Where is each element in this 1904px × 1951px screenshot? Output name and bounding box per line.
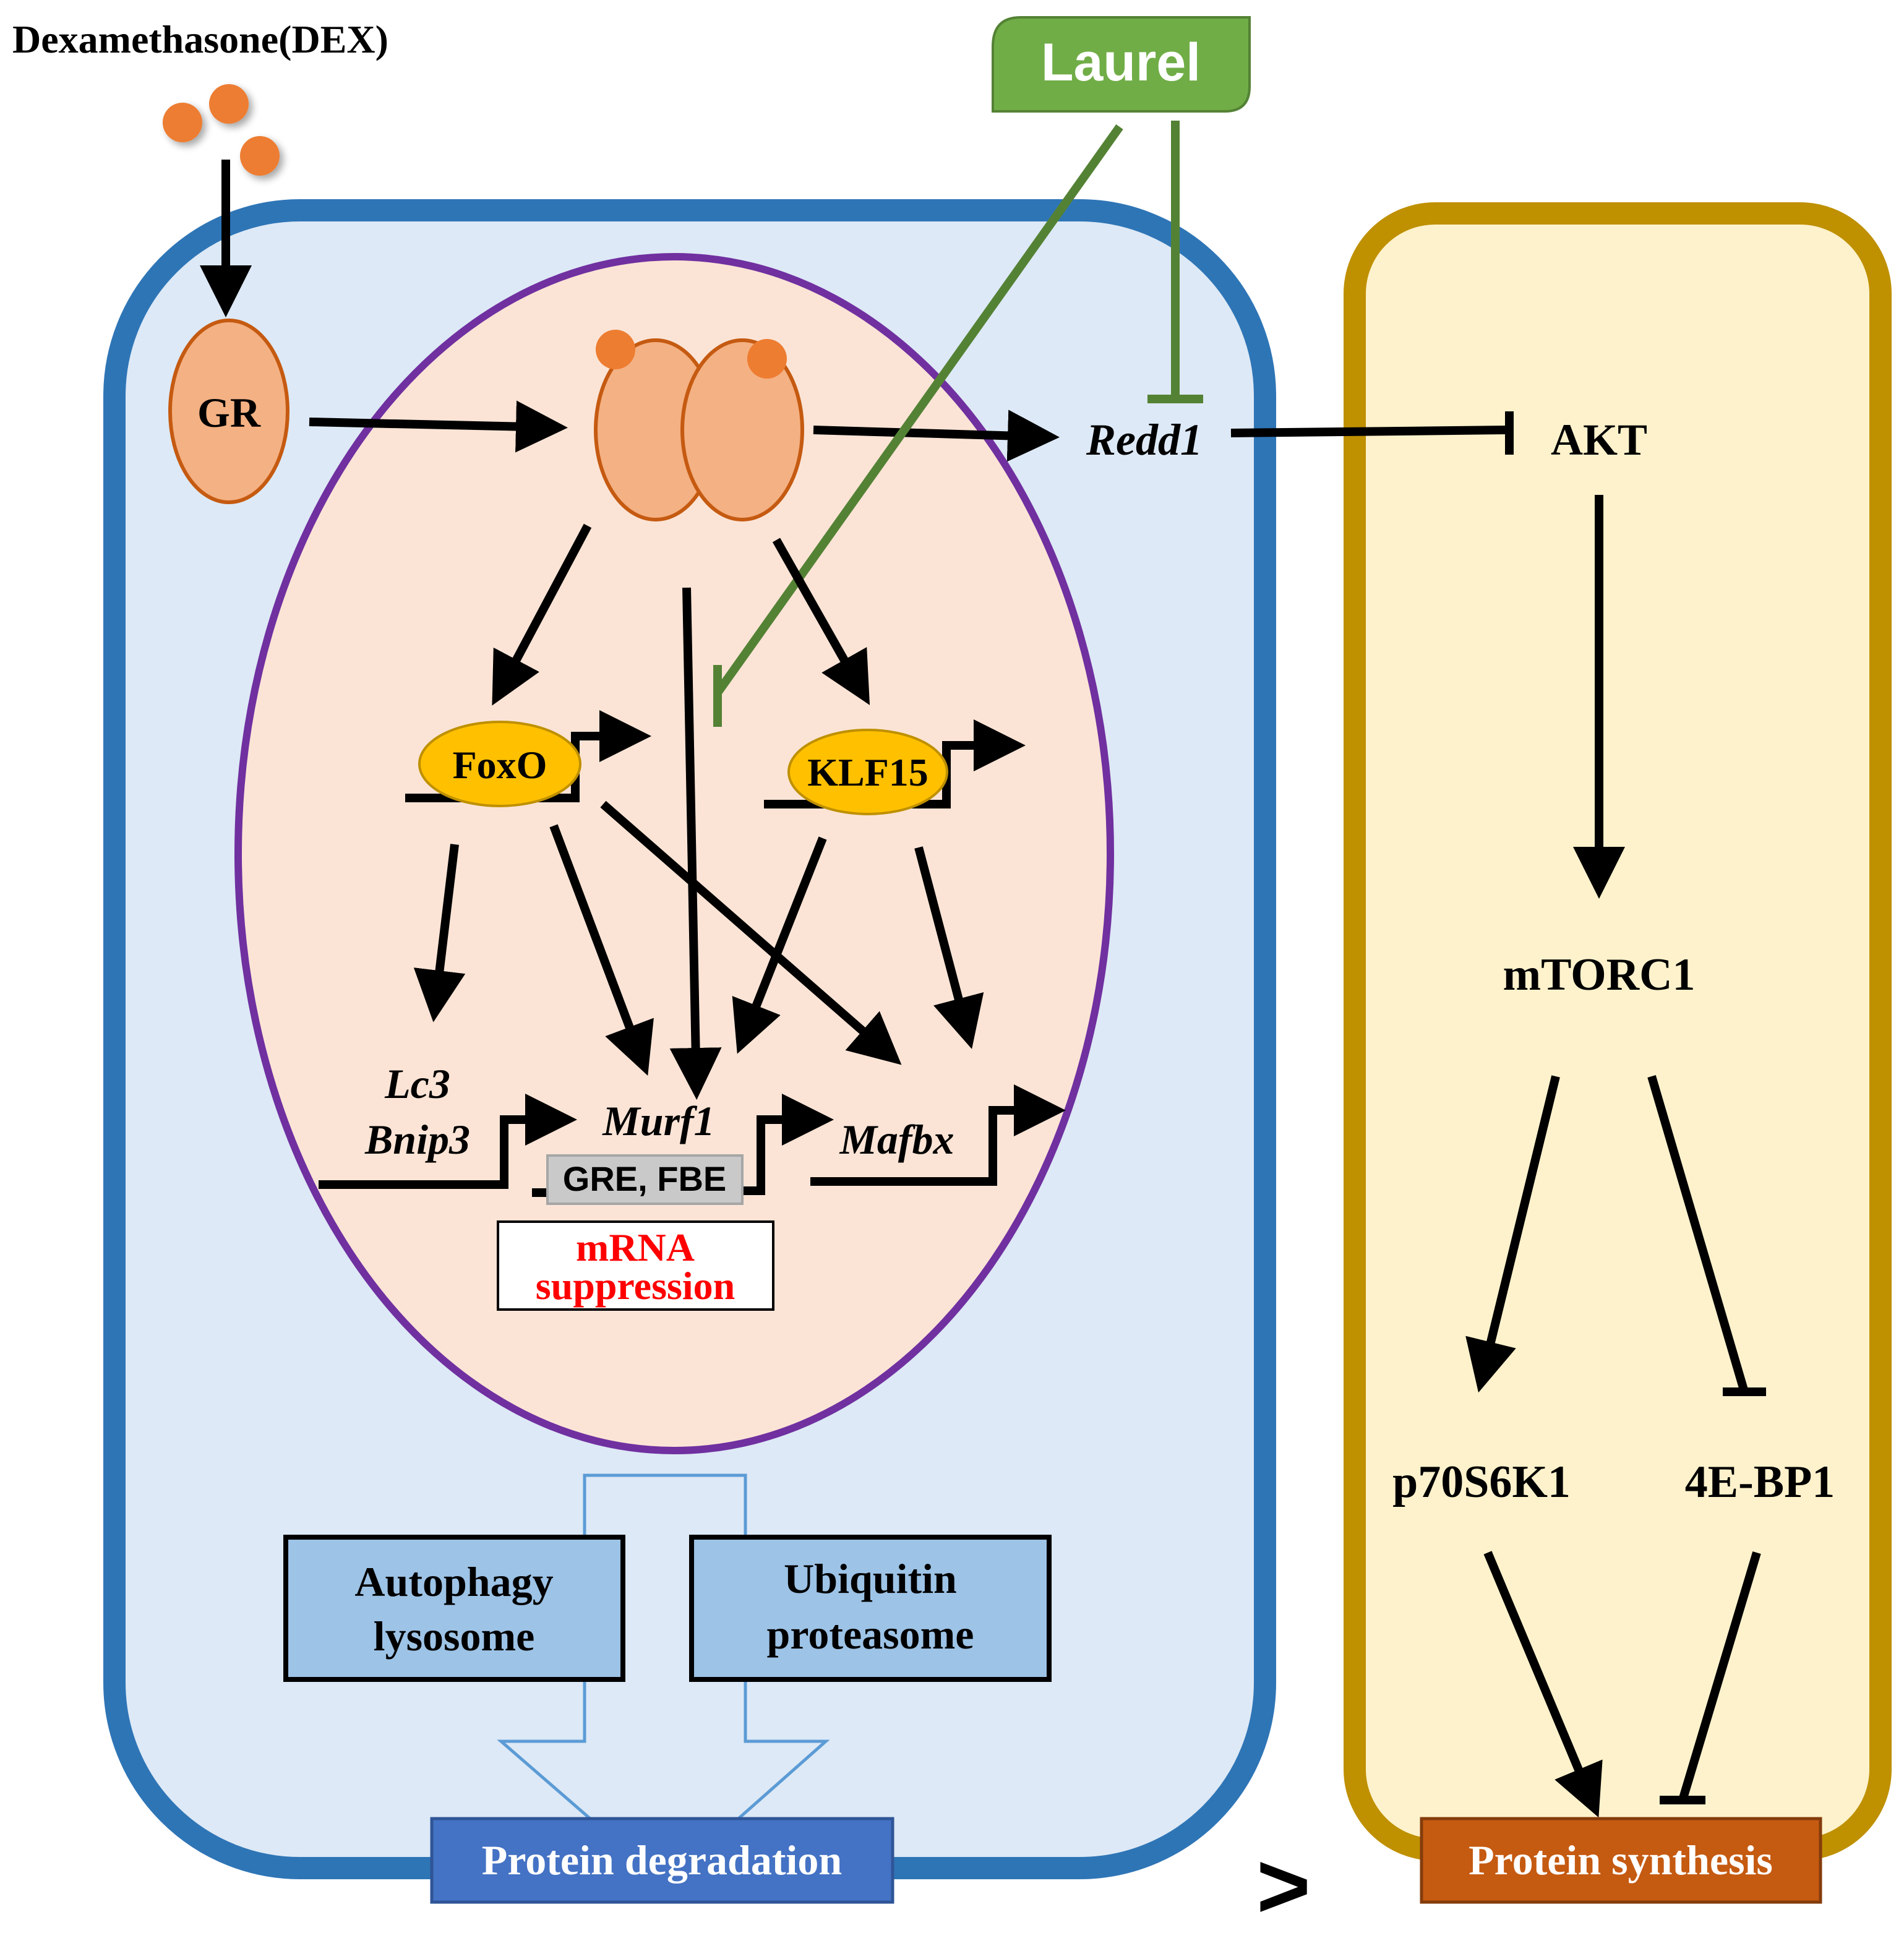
nucleus (234, 253, 1114, 1454)
ubiquitin-label: Ubiquitin (784, 1555, 957, 1602)
protein-degradation-box (430, 1817, 894, 1904)
dimer-to-klf15-arrow (772, 538, 870, 705)
p70s6k1-label: p70S6K1 (1392, 1457, 1571, 1507)
protein-synthesis-label: Protein synthesis (1469, 1837, 1773, 1884)
proteasome-label: proteasome (767, 1611, 974, 1658)
protein-degradation-label: Protein degradation (482, 1837, 842, 1884)
akt-label: AKT (1551, 415, 1647, 465)
dimer-to-murf1-arrow (669, 587, 722, 1100)
mrna-label: mRNA (576, 1225, 695, 1269)
laurel-inhibits-transcription (713, 124, 1123, 727)
mafbx-label: Mafbx (839, 1116, 954, 1163)
mrna-suppression-box (497, 1220, 774, 1311)
murf1-label: Murf1 (602, 1097, 714, 1144)
klf15-label: KLF15 (807, 750, 928, 794)
comparison-sign: > (1256, 1833, 1311, 1937)
mtorc1-inhibits-4ebp1 (1647, 1075, 1766, 1396)
protein-synthesis-box (1420, 1817, 1822, 1904)
klf15-to-mafbx-arrow (914, 846, 984, 1049)
autophagy-label: Autophagy (354, 1558, 553, 1605)
bnip3-label: Bnip3 (364, 1116, 470, 1163)
lysosome-label: lysosome (374, 1613, 535, 1660)
laurel-badge[interactable] (992, 16, 1251, 113)
klf15-to-murf1-arrow (732, 836, 827, 1054)
4ebp1-label: 4E-BP1 (1685, 1457, 1835, 1507)
gre-fbe-box (546, 1154, 744, 1205)
foxo-to-lc3-arrow (413, 844, 466, 1023)
gr-label: GR (197, 389, 261, 436)
4ebp1-inhibits-synthesis (1660, 1551, 1761, 1804)
laurel-inhibits-redd1 (1147, 121, 1203, 403)
dex-title: Dexamethasone(DEX) (12, 17, 388, 61)
gr-to-dimer-arrow (309, 400, 568, 453)
dimer-to-foxo-arrow (492, 523, 592, 706)
suppression-label: suppression (536, 1264, 735, 1308)
mafbx-promoter (810, 1084, 1066, 1186)
mtorc1-label: mTORC1 (1503, 950, 1695, 1000)
klf15-factor (787, 729, 948, 815)
foxo-label: FoxO (453, 743, 547, 787)
dimer-to-redd1-arrow (813, 409, 1060, 462)
p70s6k1-to-synthesis-arrow (1483, 1551, 1603, 1818)
foxo-to-murf1-arrow (549, 824, 654, 1076)
mtorc1-to-p70s6k1-arrow (1465, 1075, 1560, 1393)
foxo-to-mafbx-arrow (600, 800, 902, 1065)
lc3-label: Lc3 (384, 1060, 450, 1107)
redd1-label: Redd1 (1086, 415, 1203, 465)
ubiquitin-box (689, 1535, 1052, 1682)
murf1-promoter (742, 1094, 834, 1195)
foxo-factor (418, 721, 581, 807)
gr-dimer (594, 330, 804, 521)
gre-fbe-label: GRE, FBE (563, 1159, 726, 1198)
dex-molecules (163, 84, 280, 176)
laurel-label: Laurel (1041, 33, 1201, 92)
redd1-inhibits-akt (1230, 411, 1514, 455)
lc3-promoter (319, 1094, 577, 1189)
autophagy-box (283, 1535, 625, 1682)
gr-receptor (168, 319, 289, 504)
